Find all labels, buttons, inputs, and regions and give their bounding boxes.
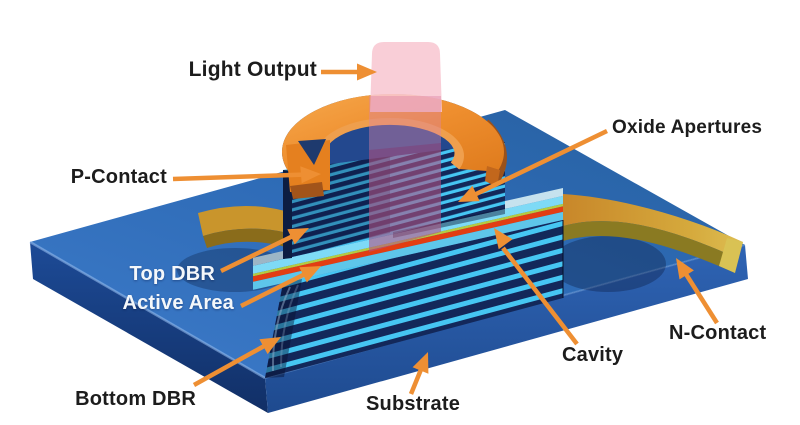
n-contact-pad xyxy=(563,194,743,273)
right-shadow xyxy=(550,236,666,292)
label-substrate: Substrate xyxy=(366,393,461,415)
bottom-dbr-block xyxy=(265,220,564,378)
arrow-substrate xyxy=(408,352,429,395)
left-contact-pad xyxy=(198,205,288,248)
annotation-arrows xyxy=(172,63,719,395)
arrow-bottom-dbr xyxy=(192,337,281,387)
arrow-light-output xyxy=(321,63,377,81)
label-light-output: Light Output xyxy=(188,58,317,81)
arrow-n-contact xyxy=(676,258,719,325)
p-contact-ring xyxy=(282,93,507,199)
arrow-cavity xyxy=(494,228,579,346)
light-beam xyxy=(369,42,442,252)
label-oxide-apertures: Oxide Apertures xyxy=(612,117,763,138)
label-top-dbr: Top DBR xyxy=(129,263,215,285)
label-bottom-dbr: Bottom DBR xyxy=(75,388,196,410)
active-area-line xyxy=(253,206,563,282)
arrow-active-area xyxy=(239,266,321,309)
oxide-aperture-line xyxy=(253,203,563,277)
arrow-oxide-apertures xyxy=(458,128,608,202)
oxide-dark-band xyxy=(393,208,505,238)
label-active-area: Active Area xyxy=(122,292,234,314)
label-n-contact: N-Contact xyxy=(669,322,767,344)
cavity-layer xyxy=(253,188,563,290)
label-p-contact: P-Contact xyxy=(70,166,167,188)
arrow-p-contact xyxy=(172,166,321,184)
ring-end-cap-right xyxy=(485,166,500,187)
ring-notch xyxy=(298,139,326,165)
arrow-top-dbr xyxy=(220,228,309,274)
label-cavity: Cavity xyxy=(562,344,624,366)
